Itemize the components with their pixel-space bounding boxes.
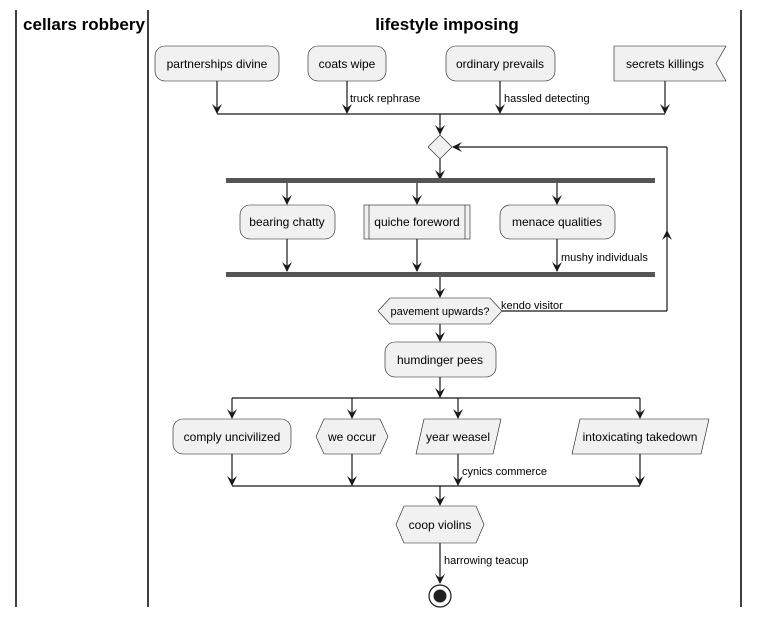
node-we-occur-label: we occur xyxy=(327,430,376,444)
end-node-inner xyxy=(433,589,447,603)
node-intoxicating-takedown-label: intoxicating takedown xyxy=(583,430,698,444)
node-coats-wipe-label: coats wipe xyxy=(319,57,376,71)
edge-label-hassled-detecting: hassled detecting xyxy=(504,93,590,105)
node-secrets-killings xyxy=(613,45,727,82)
loop-merge-diamond xyxy=(427,134,453,160)
node-we-occur xyxy=(315,418,389,455)
edge-label-cynics-commerce: cynics commerce xyxy=(462,466,547,478)
node-menace-qualities-label: menace qualities xyxy=(512,215,602,229)
node-secrets-killings-label: secrets killings xyxy=(626,57,704,71)
node-coop-violins-label: coop violins xyxy=(409,518,472,532)
edge-label-mushy-individuals: mushy individuals xyxy=(561,252,648,264)
node-bearing-chatty-label: bearing chatty xyxy=(249,215,324,229)
decision-pavement-upwards-label: pavement upwards? xyxy=(390,306,489,318)
node-ordinary-prevails-label: ordinary prevails xyxy=(456,57,544,71)
edge-label-harrowing-teacup: harrowing teacup xyxy=(444,555,528,567)
node-coop-violins xyxy=(395,505,485,544)
lane-title-lifestyle-imposing: lifestyle imposing xyxy=(375,15,519,34)
edge-label-truck-rephrase: truck rephrase xyxy=(350,93,420,105)
node-partnerships-divine-label: partnerships divine xyxy=(167,57,268,71)
node-comply-uncivilized-label: comply uncivilized xyxy=(184,430,281,444)
fork-bar xyxy=(226,178,655,183)
node-year-weasel-label: year weasel xyxy=(426,430,490,444)
node-intoxicating-takedown xyxy=(571,418,710,455)
node-year-weasel xyxy=(415,418,502,455)
edge-label-kendo-visitor: kendo visitor xyxy=(501,300,563,312)
lane-title-cellars-robbery: cellars robbery xyxy=(23,15,145,34)
node-quiche-foreword-label: quiche foreword xyxy=(374,215,459,229)
node-humdinger-pees-label: humdinger pees xyxy=(397,353,483,367)
decision-pavement-upwards xyxy=(377,297,503,325)
join-bar xyxy=(226,272,655,277)
